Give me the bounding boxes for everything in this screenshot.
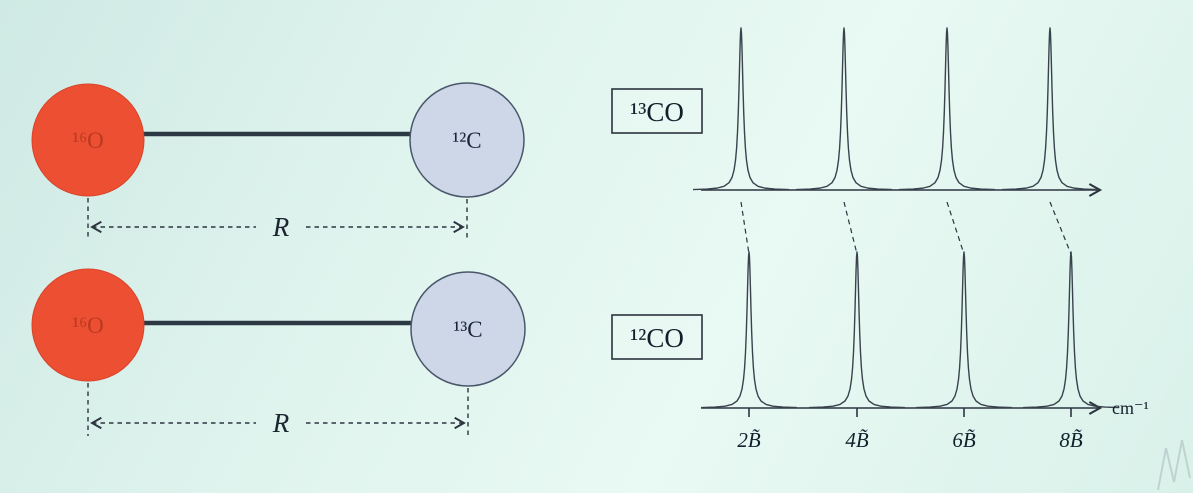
- peak-connectors: [740, 201, 1072, 255]
- spectral-peak: [915, 251, 1013, 409]
- isotope-shift-connector: [843, 201, 858, 255]
- isotope-shift-connector: [946, 201, 965, 255]
- watermark: [1157, 439, 1191, 491]
- carbon-label: ¹³C: [453, 317, 482, 342]
- tick-label: 4B̃: [845, 428, 869, 452]
- oxygen-atom: [31, 268, 145, 382]
- oxygen-label: ¹⁶O: [72, 128, 104, 153]
- isotope-shift-connector: [740, 201, 750, 255]
- tick-label: 8B̃: [1059, 428, 1083, 452]
- molecule-13co: ¹⁶O ¹³C R: [31, 268, 526, 438]
- carbon-atom: [410, 271, 526, 387]
- spectral-peak: [700, 251, 798, 409]
- spectral-peak: [795, 27, 893, 191]
- oxygen-label: ¹⁶O: [72, 313, 104, 338]
- tick-label: 2B̃: [737, 428, 761, 452]
- carbon-atom: [409, 82, 525, 198]
- spectrum-label: ¹³CO: [630, 97, 684, 127]
- peaks-12co: [700, 251, 1120, 409]
- spectrum-12co: ¹²CO 2B̃ 4B̃ 6B̃ 8B̃ cm⁻¹: [611, 251, 1149, 452]
- carbon-label: ¹²C: [452, 128, 481, 153]
- isotope-shift-connector: [1049, 201, 1072, 255]
- spectral-peak: [692, 27, 790, 191]
- axis-ticks: 2B̃ 4B̃ 6B̃ 8B̃: [737, 408, 1083, 452]
- spectrum-label-box: [611, 88, 703, 134]
- molecule-12co: ¹⁶O ¹²C R: [31, 82, 525, 242]
- spectrum-13co: ¹³CO: [611, 27, 1103, 197]
- bond-length-arrow: R: [90, 408, 466, 438]
- spectral-peak: [1022, 251, 1120, 409]
- peaks-13co: [692, 27, 1099, 191]
- spectral-peak: [808, 251, 906, 409]
- bond-length-label: R: [272, 212, 290, 242]
- spectrum-label-box: [611, 314, 703, 360]
- spectral-peak: [898, 27, 996, 191]
- axis-unit-label: cm⁻¹: [1112, 398, 1149, 418]
- bond-length-label: R: [272, 408, 290, 438]
- spectral-peak: [1001, 27, 1099, 191]
- spectrum-label: ¹²CO: [630, 323, 684, 353]
- oxygen-atom: [31, 83, 145, 197]
- tick-label: 6B̃: [952, 428, 976, 452]
- bond-length-arrow: R: [90, 212, 465, 242]
